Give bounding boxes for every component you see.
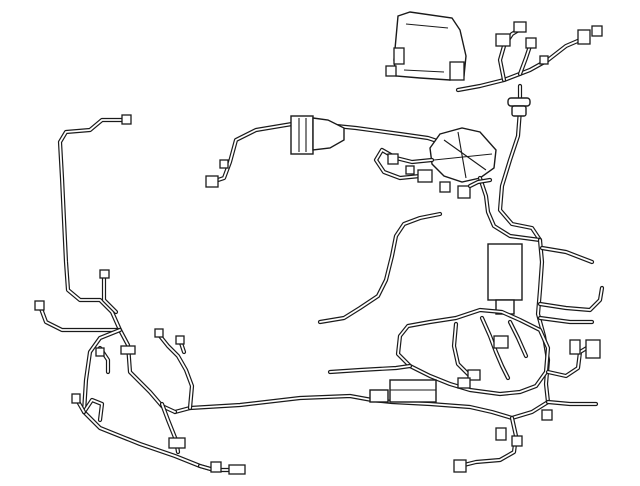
middle-s-lead	[317, 211, 443, 325]
main-trunk-wire	[172, 393, 551, 421]
left-small-connector	[95, 347, 105, 357]
left-lower-loop	[37, 303, 217, 473]
left-clip-connector	[71, 393, 81, 404]
bottom-left-connector-b	[228, 464, 246, 475]
upper-right-cluster	[373, 11, 603, 243]
left-mid-connector	[99, 269, 110, 279]
right-harness-tail	[327, 363, 413, 375]
right-lower-connector	[541, 409, 553, 421]
bottom-left-connector-a	[210, 461, 222, 473]
left-side-connector	[34, 300, 45, 311]
left-upper-lead	[57, 117, 128, 333]
bottom-left-junction	[168, 437, 186, 449]
left-clip-block	[120, 345, 136, 355]
bottom-right-end-connector	[453, 459, 467, 473]
upper-mid-small-connector	[219, 159, 229, 169]
center-left-connector-a	[154, 328, 164, 338]
left-top-connector	[121, 114, 132, 125]
trunk-box	[369, 379, 437, 403]
center-left-connector-b	[175, 335, 185, 345]
bottom-right-connector-b	[511, 435, 523, 447]
upper-mid-boot	[290, 115, 345, 155]
left-center-branch	[157, 333, 195, 455]
bottom-right-connector-a	[495, 427, 507, 441]
right-center-harness	[395, 237, 605, 407]
upper-mid-end-connector	[205, 175, 219, 188]
bottom-right-lead	[457, 415, 519, 469]
